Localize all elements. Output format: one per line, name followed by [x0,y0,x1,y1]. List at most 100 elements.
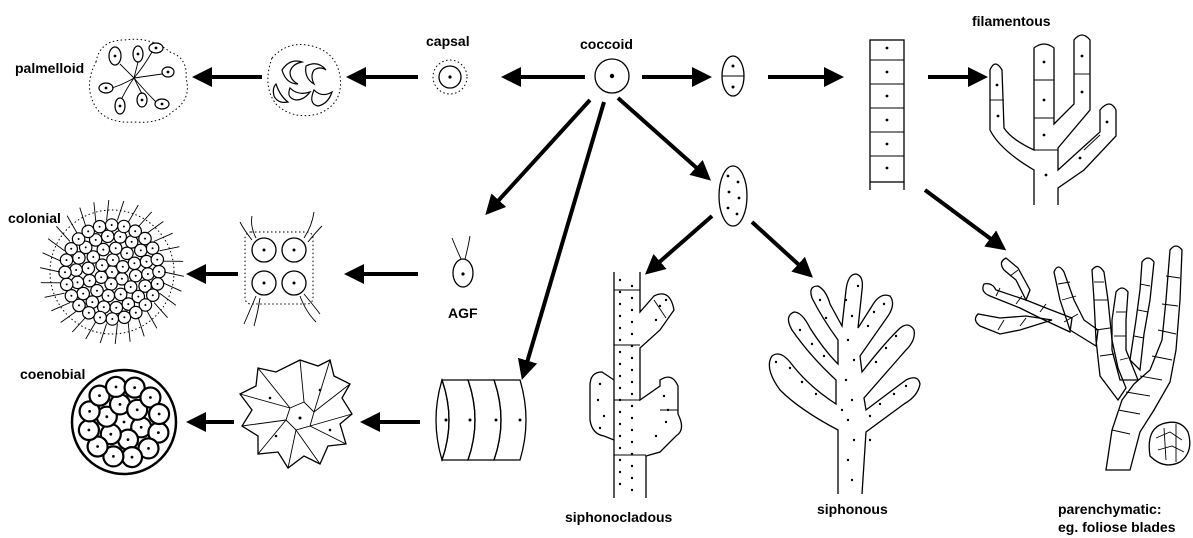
cell-nucleus [133,386,136,389]
cell-nucleus [115,247,117,249]
cell-nucleus [111,224,113,226]
siphonous-thallus [769,274,920,494]
flagellum [86,322,96,340]
cell-nucleus [107,235,109,237]
nucleus-dot [893,393,895,395]
nucleus-dot [845,379,847,381]
cell-nucleus [135,275,137,277]
cell-wall [1140,284,1150,286]
cell-nucleus [133,262,135,264]
cell-nucleus [112,455,115,458]
nucleus-dot [867,325,869,327]
siphonocladous-nuclei [597,279,669,491]
cell-nucleus [158,271,160,273]
nucleus-dot [631,333,633,335]
nucleus-dot [599,427,601,429]
flagellum [67,216,77,234]
nucleus-dot [811,343,813,345]
cell-nucleus [99,226,101,228]
nucleus-dot [619,411,621,413]
nucleus-dot [619,339,621,341]
cell-nucleus [127,303,129,305]
nucleus-dot [619,471,621,473]
cell-nucleus [64,271,66,273]
nucleus-dot [845,299,847,301]
label-foliose-blades: eg. foliose blades [1058,519,1176,535]
cell-wall [998,320,1004,330]
cell-nucleus [147,273,149,275]
nucleus-dot [619,363,621,365]
flagellum [43,253,62,261]
cell-nucleus [144,304,146,306]
flagellum [61,311,77,323]
arrows [190,77,1003,422]
cell-nucleus [146,261,148,263]
cell-nucleus [140,249,142,251]
nucleus-dot [853,439,855,441]
cell-wall [1134,336,1144,338]
nucleus-dot [667,409,669,411]
nucleus-dot [789,367,791,369]
capsal-cell [433,60,467,94]
colonial-sphere [40,200,184,344]
colonial-cells [59,219,165,325]
cell-nucleus [126,252,128,254]
cell-nucleus [123,421,126,424]
nucleus-dot [631,429,633,431]
palmelloid-colony [89,39,187,122]
nucleus-dot [847,339,849,341]
cell-nucleus [88,312,90,314]
cell-nucleus [66,283,68,285]
nucleus-dot [631,309,633,311]
cell-nucleus [115,386,118,389]
flagellum [160,293,176,305]
nucleus-dot [631,477,633,479]
cell-wall [1118,410,1140,414]
cell-nucleus [110,283,112,285]
multinucleate-cell [719,166,747,226]
flagellum [48,239,64,251]
cell-nucleus [98,394,101,397]
label-capsal: capsal [426,33,470,49]
flagellum [138,317,144,336]
cell-wall [1112,430,1130,434]
flagellum [128,205,138,223]
cell-nucleus [78,257,80,259]
nucleus-dot [631,417,633,419]
arrow-multinucleate-to-siphonous [752,222,810,275]
coenobium-plate [240,360,352,468]
nucleus-dot [663,395,665,397]
cell-nucleus [99,317,101,319]
flagellum [72,317,86,332]
nucleus-dot [847,459,849,461]
cell-nucleus [144,238,146,240]
nucleus-dot [619,423,621,425]
cell-nucleus [100,276,102,278]
cell-nucleus [147,447,150,450]
label-coenobial: coenobial [20,366,85,382]
nucleus-dot [631,441,633,443]
cell-nucleus [96,290,98,292]
nucleus-dot [619,375,621,377]
arrow-multinucleate-to-siphonocladous [648,216,712,272]
nucleus-dot [619,387,621,389]
nucleus-dot [851,479,853,481]
cell-wall [1010,270,1018,276]
flagellum [154,233,173,241]
nucleus-dot [857,285,859,287]
nucleus-dot [775,361,777,363]
nucleus-dot [631,321,633,323]
nucleus-dot [665,299,667,301]
cell-nucleus [87,230,89,232]
nucleus-dot [619,291,621,293]
flagellum [147,222,164,234]
flagellum [51,303,70,311]
cell-nucleus [144,285,146,287]
label-colonial: colonial [8,210,61,226]
nucleus-dot [631,345,633,347]
flagellum [163,283,182,291]
nucleus-dot [631,369,633,371]
cell-nucleus [120,293,122,295]
cell-nucleus [95,239,97,241]
